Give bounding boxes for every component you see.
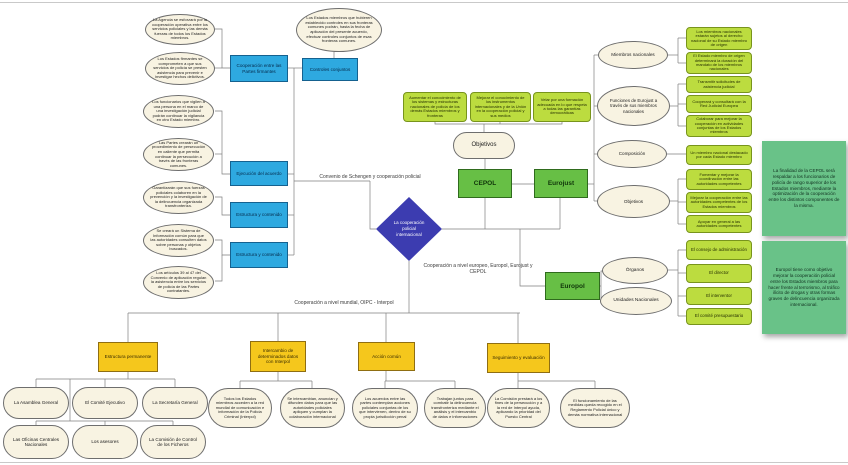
detail-eurojust-4[interactable]: Cooperará y consultará con la Red Judici… (686, 95, 752, 113)
box-estructura-contenido-1[interactable]: Estructura y contenido (230, 202, 288, 228)
detail-eurojust-7[interactable]: Fomentar y mejorar la coordinación entre… (686, 169, 752, 190)
ellipse-interpol-detail-3[interactable]: Los acuerdos entre las partes contemplan… (352, 388, 418, 428)
box-estructura-permanente[interactable]: Estructura permanente (98, 342, 158, 372)
box-ejecucion-acuerdo[interactable]: Ejecución del acuerdo (230, 161, 288, 186)
callout-cepol-objetivo-1[interactable]: Aumentar el conocimiento de los sistemas… (403, 92, 467, 122)
ellipse-comite-ejecutivo[interactable]: El Comité Ejecutivo (72, 387, 138, 419)
ellipse-interpol-detail-2[interactable]: Se intercambian, anuncian y difunden dat… (280, 388, 345, 428)
ellipse-schengen-detail-6[interactable]: Se creará un Sistema de Información comú… (143, 224, 214, 257)
ellipse-schengen-detail-4[interactable]: Las Partes crearán un procedimiento de p… (143, 138, 214, 171)
ellipse-objetivos-eurojust[interactable]: Objetivos (597, 185, 670, 218)
detail-eurojust-1[interactable]: Los miembros nacionales estarán sujetos … (686, 27, 752, 50)
label-world-branch[interactable]: Cooperación a nivel mundial, OIPC - Inte… (294, 300, 394, 306)
sticky-note-europol[interactable]: Europol tiene como objetivo mejorar la c… (762, 241, 846, 334)
ellipse-interpol-detail-1[interactable]: Todos los Estados miembros acceden a la … (208, 388, 272, 428)
diamond-central-topic[interactable]: La cooperación policial internacional (376, 197, 442, 261)
canvas-edge-top (0, 2, 848, 3)
label-europe-branch[interactable]: Cooperación a nivel europeo, Europol, Eu… (423, 263, 533, 275)
box-cooperacion-partes[interactable]: Cooperación entre las Partes firmantes (230, 55, 288, 82)
ellipse-asamblea-general[interactable]: La Asamblea General (3, 387, 69, 419)
sticky-note-cepol[interactable]: La finalidad de la CEPOL será respaldar … (762, 141, 846, 236)
box-europol[interactable]: Europol (545, 272, 600, 300)
ellipse-controles-detail[interactable]: Los Estados miembros que hubieren establ… (296, 8, 382, 52)
detail-eurojust-8[interactable]: Mejorar la cooperación entre las autorid… (686, 192, 752, 213)
ellipse-schengen-detail-1[interactable]: La Agencia se esforzará por la cooperaci… (145, 14, 215, 45)
ellipse-unidades-nacionales[interactable]: Unidades Nacionales (600, 287, 672, 315)
canvas-edge-bottom (0, 462, 848, 463)
organ-box-interventor[interactable]: El interventor (686, 287, 752, 305)
ellipse-schengen-detail-3[interactable]: Los funcionarios que vigilen a una perso… (143, 95, 214, 128)
ellipse-interpol-detail-6[interactable]: El funcionamiento de las medidas queda r… (560, 388, 630, 428)
ellipse-schengen-detail-7[interactable]: Los artículos 39 al 47 del Convenio de a… (143, 266, 214, 299)
box-seguimiento-evaluacion[interactable]: Seguimiento y evaluación (487, 343, 550, 373)
detail-eurojust-3[interactable]: Transmitir solicitudes de asistencia jud… (686, 76, 752, 93)
callout-cepol-objetivo-3[interactable]: Velar por una formación adecuada en lo q… (533, 92, 591, 122)
ellipse-miembros-nacionales[interactable]: Miembros nacionales (598, 41, 668, 69)
detail-eurojust-6[interactable]: Un miembro nacional destacado por cada E… (686, 145, 752, 165)
box-controles-conjuntos[interactable]: Controles conjuntos (302, 58, 358, 81)
label-schengen-branch[interactable]: Convenio de Schengen y cooperación polic… (319, 173, 421, 180)
detail-eurojust-2[interactable]: El Estado miembro de origen determinará … (686, 52, 752, 74)
ellipse-objetivos-cepol[interactable]: Objetivos (453, 132, 515, 159)
callout-cepol-objetivo-2[interactable]: Mejorar el conocimiento de los instrumen… (470, 92, 531, 122)
organ-box-consejo[interactable]: El consejo de administración (686, 240, 752, 260)
ellipse-interpol-detail-4[interactable]: Trabajan juntos para combatir la delincu… (424, 388, 486, 428)
ellipse-schengen-detail-2[interactable]: Los Estados firmantes se comprometen a q… (145, 52, 215, 85)
box-eurojust[interactable]: Eurojust (534, 169, 588, 198)
ellipse-interpol-detail-5[interactable]: La Comisión prestará a los fines de la p… (487, 388, 550, 428)
box-estructura-contenido-2[interactable]: Estructura y contenido (230, 242, 288, 268)
detail-eurojust-9[interactable]: Apoyar en general a las autoridades comp… (686, 215, 752, 233)
ellipse-oficinas-centrales[interactable]: Las Oficinas Centrales Nacionales (3, 425, 69, 459)
ellipse-comision-control-ficheros[interactable]: La Comisión de Control de los Ficheros (140, 425, 206, 459)
box-accion-comun[interactable]: Acción común (358, 342, 415, 371)
organ-box-director[interactable]: El director (686, 264, 752, 283)
ellipse-asesores[interactable]: Los asesores (72, 425, 138, 459)
box-intercambio-datos[interactable]: Intercambio de determinados datos con In… (250, 341, 306, 372)
organ-box-comite[interactable]: El comité presupuestario (686, 308, 752, 325)
ellipse-composicion[interactable]: Composición (597, 140, 667, 168)
ellipse-funciones-eurojust[interactable]: Funciones de Eurojust a través de sus mi… (597, 86, 670, 126)
box-cepol[interactable]: CEPOL (458, 169, 512, 198)
detail-eurojust-5[interactable]: Colaborar para mejorar la cooperación en… (686, 115, 752, 137)
ellipse-schengen-detail-5[interactable]: Garantizarán que sus fuerzas policiales … (143, 181, 214, 214)
ellipse-secretaria-general[interactable]: La Secretaría General (142, 387, 208, 419)
ellipse-organos[interactable]: Órganos (602, 257, 668, 284)
